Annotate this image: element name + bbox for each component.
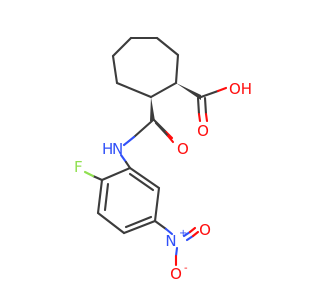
c-n-bond-blue <box>122 135 136 147</box>
ring-bond <box>111 36 133 58</box>
c-o-double-bond-2 <box>154 121 170 138</box>
ring-inner-double-bond <box>124 215 153 229</box>
nitro-o-single-label: O <box>170 265 182 283</box>
ring-bond <box>128 166 161 190</box>
carboxyl-oxygen-label: O <box>197 122 209 140</box>
c-o-double-bond-2-red <box>166 134 175 144</box>
n-o-double-bond-2-red <box>191 230 200 238</box>
n-aryl-bond <box>124 160 132 170</box>
stereo-wedge-bond <box>150 97 155 121</box>
molecule-structure: OH O H N O F <box>74 36 252 283</box>
n-aryl-bond-blue <box>119 153 128 164</box>
c-f-bond-green <box>83 170 95 178</box>
c-n-bond <box>153 219 168 231</box>
amide-n-label: N <box>112 140 123 158</box>
c-o-double-bond-2 <box>203 96 208 116</box>
n-o-single-bond <box>174 246 179 258</box>
nitro-n-label: N <box>165 232 176 250</box>
c-oh-bond-red <box>216 86 228 93</box>
ring-bond <box>111 54 119 85</box>
c-n-bond-blue <box>164 227 174 236</box>
n-o-double-bond-2 <box>185 234 195 242</box>
c-f-bond <box>91 174 104 182</box>
ring-inner-double-bond <box>128 172 155 192</box>
nitro-o-double-label: O <box>199 221 211 239</box>
nitro-group: N + O O - <box>153 219 211 283</box>
cyclohexane-ring <box>111 36 180 99</box>
c-o-double-bond-1 <box>196 96 201 116</box>
ring-bond <box>96 211 126 235</box>
ring-inner-double-bond <box>103 182 110 212</box>
c-oh-bond <box>199 89 220 99</box>
c-o-double-bond-2-red <box>204 112 209 123</box>
hydroxyl-label: OH <box>229 80 252 98</box>
n-o-double-bond-1 <box>182 230 192 238</box>
n-o-double-bond-1-red <box>188 226 197 234</box>
ring-bond <box>100 166 132 182</box>
stereo-wedge-bond <box>176 83 201 100</box>
c-o-double-bond-1-red <box>164 130 174 140</box>
amide-oxygen-label: O <box>177 140 189 158</box>
ring-bond <box>153 186 161 223</box>
benzene-ring <box>96 153 161 235</box>
c-n-bond <box>132 119 154 139</box>
ring-bond <box>115 81 153 99</box>
ring-bond <box>155 36 180 57</box>
amide-h-label: H <box>102 140 113 158</box>
ring-bond <box>149 81 178 99</box>
fluorine-substituent: F <box>74 158 104 182</box>
ring-bond <box>122 219 157 235</box>
carboxylic-acid-group: OH O <box>176 80 252 140</box>
amide-group: H N O <box>102 97 189 158</box>
ring-bond <box>96 178 104 215</box>
nitro-plus-charge: + <box>179 228 187 239</box>
ring-bond <box>174 53 180 85</box>
fluorine-label: F <box>74 158 83 176</box>
nitro-minus-charge: - <box>184 263 188 274</box>
c-o-double-bond-1-red <box>197 112 202 123</box>
